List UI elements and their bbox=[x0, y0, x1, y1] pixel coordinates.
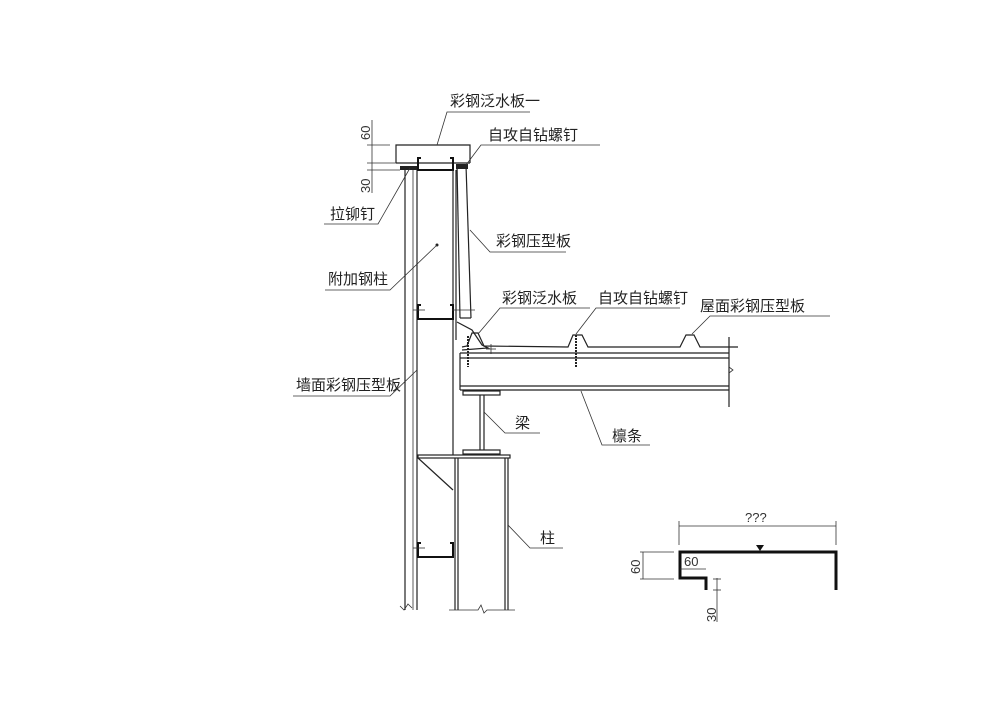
flashing-profile-detail: ??? 60 60 30 bbox=[628, 510, 838, 622]
rivet-mark bbox=[400, 166, 418, 170]
dim-detail-drop: 30 bbox=[704, 608, 719, 622]
dim-30-top: 30 bbox=[358, 179, 373, 193]
screw-mark bbox=[456, 164, 468, 169]
label-wall-panel: 墙面彩钢压型板 bbox=[296, 376, 401, 394]
label-inner-panel: 彩钢压型板 bbox=[496, 232, 571, 250]
label-top-flashing: 彩钢泛水板一 bbox=[450, 92, 540, 110]
column bbox=[417, 454, 515, 614]
roof-flashing bbox=[456, 321, 491, 351]
top-dimension: 60 30 bbox=[358, 120, 400, 193]
dim-60-top: 60 bbox=[358, 126, 373, 140]
label-extra-column: 附加钢柱 bbox=[328, 270, 388, 288]
label-rivet: 拉铆钉 bbox=[330, 205, 375, 223]
top-flashing bbox=[395, 144, 471, 170]
roof-screws bbox=[467, 335, 577, 367]
label-roof-flashing: 彩钢泛水板 bbox=[502, 289, 577, 307]
wall-panel bbox=[399, 168, 418, 611]
purlin bbox=[459, 337, 734, 407]
leader-lines bbox=[293, 111, 830, 549]
label-purlin: 檩条 bbox=[612, 427, 642, 445]
label-beam: 梁 bbox=[515, 414, 530, 432]
label-roof-panel: 屋面彩钢压型板 bbox=[700, 297, 805, 315]
label-roof-screw: 自攻自钻螺钉 bbox=[598, 289, 688, 307]
roof-panel bbox=[461, 332, 738, 348]
label-column: 柱 bbox=[540, 529, 555, 547]
dim-detail-width: ??? bbox=[745, 510, 767, 525]
extra-column bbox=[413, 157, 457, 558]
dim-detail-height: 60 bbox=[628, 560, 643, 574]
dim-detail-lip: 60 bbox=[684, 554, 698, 569]
beam bbox=[462, 390, 501, 455]
inner-steel-panel bbox=[452, 164, 475, 319]
label-top-screw: 自攻自钻螺钉 bbox=[488, 126, 578, 144]
